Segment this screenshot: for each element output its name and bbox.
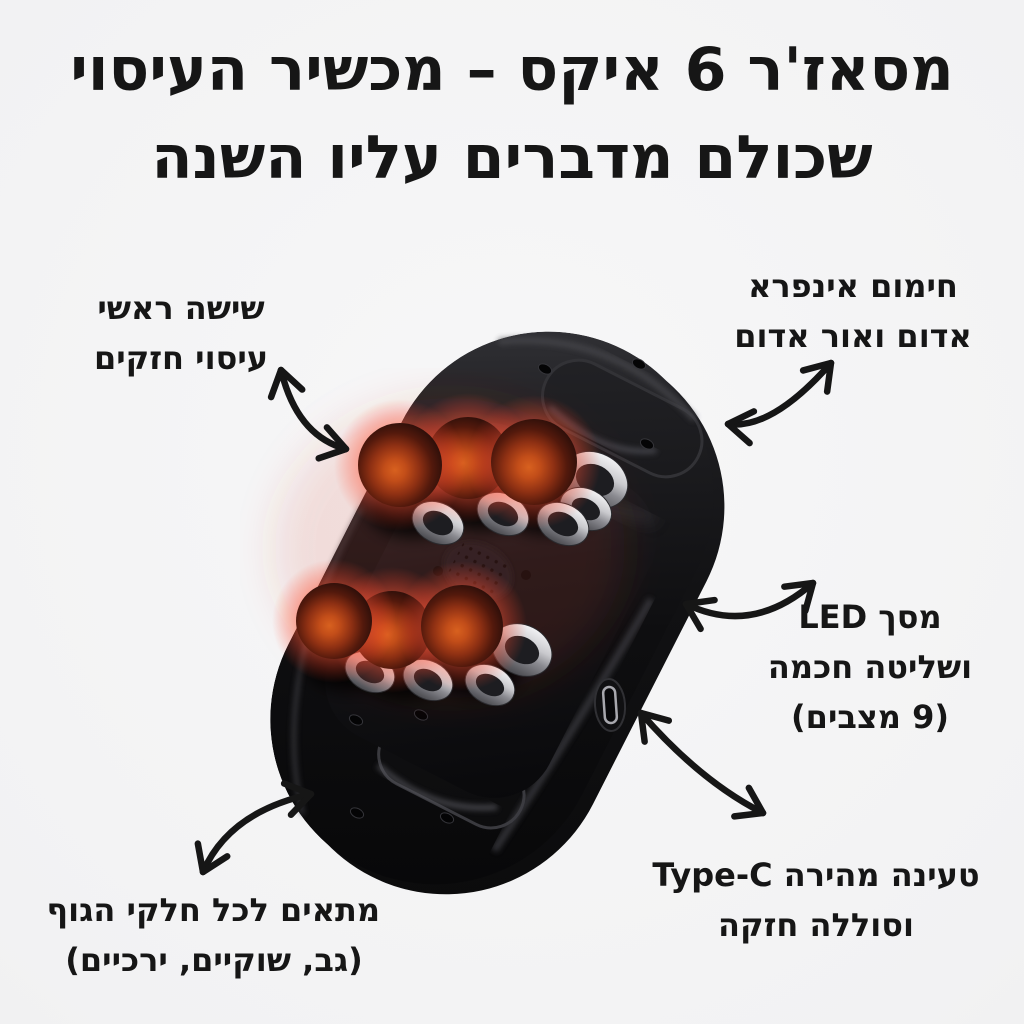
callout-line: טעינה מהירה Type-C	[652, 856, 980, 894]
callout-line: מתאים לכל חלקי הגוף	[46, 891, 380, 929]
massage-ball	[358, 423, 442, 507]
callout-line: וסוללה חזקה	[718, 906, 914, 944]
callout-line: עיסוי חזקים	[93, 339, 269, 377]
arrow-led	[682, 579, 817, 633]
callout-led-screen: מסך LED ושליטה חכמה (9 מצבים)	[760, 592, 980, 742]
callout-line: ושליטה חכמה	[767, 648, 973, 686]
right-edge-highlight	[491, 597, 655, 853]
arrow-charging	[637, 709, 767, 820]
callout-line: אדום ואור אדום	[734, 317, 972, 355]
callout-line: שישה ראשי	[97, 289, 265, 327]
massage-ball	[491, 419, 577, 505]
callout-massage-heads: שישה ראשי עיסוי חזקים	[58, 283, 304, 383]
title-line-2: שכולם מדברים עליו השנה	[151, 123, 873, 193]
top-rim-highlight	[498, 337, 697, 422]
massage-ball	[421, 585, 503, 667]
callout-infrared: חימום אינפרא אדום ואור אדום	[720, 261, 986, 361]
page-title: מסאז'ר 6 איקס – מכשיר העיסוי שכולם מדברי…	[0, 26, 1024, 202]
usb-c-port	[593, 678, 627, 732]
arrow-infrared	[724, 359, 835, 447]
callout-body-fit: מתאים לכל חלקי הגוף (גב, שוקיים, ירכיים)	[46, 885, 380, 985]
callout-line: חימום אינפרא	[748, 267, 958, 305]
top-handle-opening	[541, 358, 704, 479]
callout-charging: טעינה מהירה Type-C וסוללה חזקה	[636, 850, 996, 950]
callout-line: (גב, שוקיים, ירכיים)	[65, 941, 363, 979]
title-line-1: מסאז'ר 6 איקס – מכשיר העיסוי	[70, 35, 954, 105]
arrow-massage-heads	[267, 366, 350, 462]
massage-ball	[296, 583, 372, 659]
arrow-body-fit	[194, 780, 315, 876]
screw-holes	[348, 358, 655, 824]
bottom-handle-highlight	[376, 763, 498, 811]
massage-balls	[272, 393, 601, 693]
callout-line: מסך LED	[798, 598, 942, 636]
callout-line: (9 מצבים)	[791, 698, 949, 736]
